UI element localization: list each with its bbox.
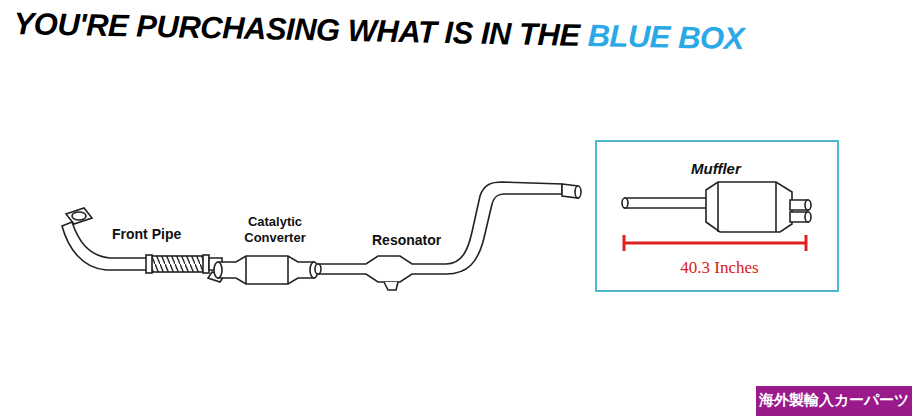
- part-name: Muffler: [691, 160, 741, 177]
- dimension-line: [624, 235, 806, 251]
- watermark-band: [756, 386, 912, 416]
- part-name: Front Pipe: [112, 226, 181, 242]
- part-name: Resonator: [372, 232, 441, 248]
- part-name: Catalytic Converter: [232, 214, 318, 246]
- page-title: YOU'RE PURCHASING WHAT IS IN THE: [13, 6, 580, 54]
- dimension-text: 40.3 Inches: [680, 258, 758, 278]
- title-highlight: BLUE BOX: [587, 18, 744, 57]
- purchase-box: Muffler 40.3 Inches: [595, 140, 839, 292]
- watermark: 海外製輸入カーパーツ: [759, 391, 909, 410]
